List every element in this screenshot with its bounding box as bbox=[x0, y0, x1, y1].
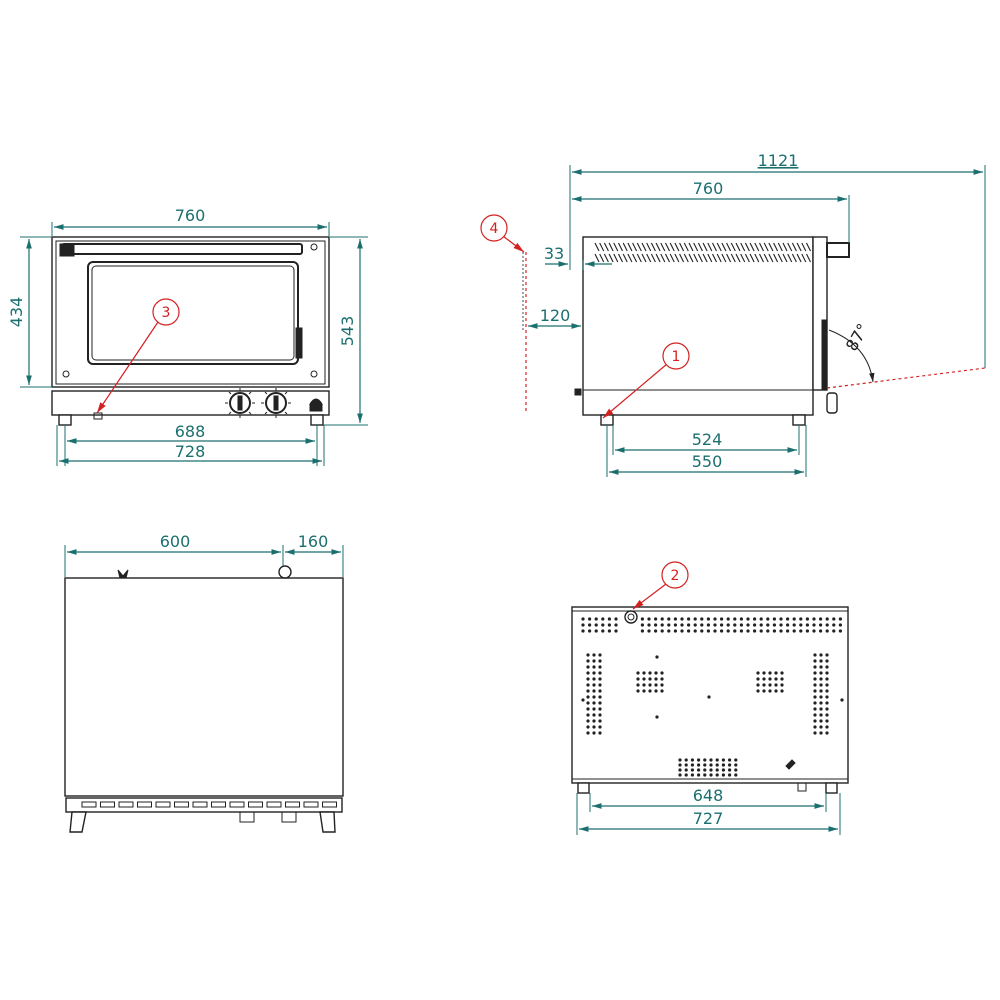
rear-vent-cap bbox=[624, 610, 638, 624]
side-vents bbox=[594, 242, 811, 263]
door-angle-arc bbox=[828, 329, 875, 383]
front-dimensions: 760 434 543 688 728 bbox=[7, 206, 368, 466]
dim-rear-feet-inner: 648 bbox=[693, 786, 724, 805]
bolt bbox=[310, 370, 318, 378]
dim-front-height-overall: 543 bbox=[338, 316, 357, 347]
side-body bbox=[582, 236, 814, 416]
timer-knob bbox=[225, 388, 255, 418]
svg-text:2: 2 bbox=[671, 568, 680, 584]
front-foot-right bbox=[310, 414, 324, 426]
bolt bbox=[60, 246, 68, 254]
rear-view bbox=[571, 606, 849, 794]
dim-side-overall: 1121 bbox=[758, 151, 799, 170]
rear-lug bbox=[785, 759, 796, 770]
dim-side-depth: 760 bbox=[693, 179, 724, 198]
dim-side-offset-rear: 120 bbox=[540, 306, 571, 325]
dim-front-width: 760 bbox=[175, 206, 206, 225]
side-foot-front bbox=[792, 414, 806, 426]
svg-text:4: 4 bbox=[490, 221, 499, 237]
top-view bbox=[64, 565, 344, 833]
top-front-slots bbox=[81, 801, 337, 808]
dim-rear-feet-outer: 727 bbox=[693, 809, 724, 828]
side-handle bbox=[826, 242, 850, 258]
dim-front-height-body: 434 bbox=[7, 297, 26, 328]
front-view bbox=[51, 236, 330, 426]
dim-front-feet-inner: 688 bbox=[175, 422, 206, 441]
top-foot-left bbox=[69, 811, 87, 833]
bolt bbox=[310, 243, 318, 251]
top-lifting-lug bbox=[117, 569, 129, 579]
top-vent-cap bbox=[278, 565, 292, 579]
top-foot-right bbox=[319, 811, 336, 833]
side-foot-rear bbox=[600, 414, 614, 426]
dim-door-angle: 87° bbox=[842, 320, 873, 354]
side-dimensions: 1121 760 33 120 524 550 bbox=[528, 151, 986, 477]
dim-side-feet-inner: 524 bbox=[692, 430, 723, 449]
top-dimensions: 600 160 bbox=[64, 532, 344, 577]
callout-1: 1 bbox=[602, 342, 690, 419]
callout-3: 3 bbox=[96, 298, 180, 414]
svg-text:3: 3 bbox=[162, 305, 171, 321]
dim-top-depth: 600 bbox=[160, 532, 191, 551]
top-front-panel bbox=[65, 797, 343, 813]
front-door-frame bbox=[55, 240, 326, 385]
dim-side-offset-top: 33 bbox=[544, 244, 564, 263]
callout-4: 4 bbox=[480, 214, 525, 253]
bolt bbox=[62, 370, 70, 378]
front-foot-left bbox=[58, 414, 72, 426]
side-knob bbox=[826, 392, 838, 414]
top-body bbox=[64, 577, 344, 797]
dim-front-feet-outer: 728 bbox=[175, 442, 206, 461]
rear-dimensions: 648 727 bbox=[576, 786, 841, 835]
door-window bbox=[87, 261, 299, 365]
svg-text:1: 1 bbox=[672, 349, 681, 365]
rear-body bbox=[571, 606, 849, 784]
brand-logo bbox=[309, 398, 323, 405]
temperature-knob bbox=[261, 388, 291, 418]
side-view: 87° bbox=[522, 236, 986, 426]
dim-side-feet-outer: 550 bbox=[692, 452, 723, 471]
rear-foot-right bbox=[825, 782, 838, 794]
rear-vent-holes bbox=[581, 617, 844, 777]
rear-foot-left bbox=[577, 782, 590, 794]
dim-top-protrusion: 160 bbox=[298, 532, 329, 551]
door-swing-line bbox=[826, 367, 986, 389]
control-panel bbox=[51, 390, 330, 416]
callout-2: 2 bbox=[632, 561, 689, 610]
